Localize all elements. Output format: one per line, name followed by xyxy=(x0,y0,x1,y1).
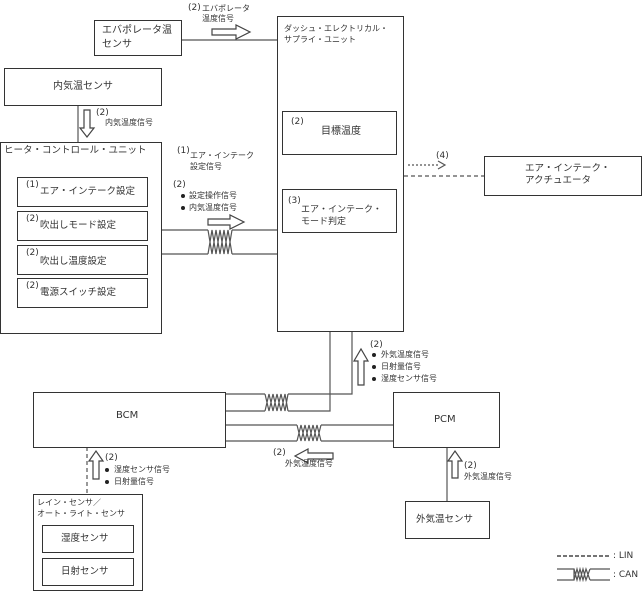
can-bcm-pcm xyxy=(226,424,393,442)
intake-judge-num: (3) xyxy=(288,196,301,206)
hcu-box: ヒータ・コントロール・ユニット (1) エア・インテーク設定 (2) 吹出しモー… xyxy=(0,142,162,334)
legend-can-twist xyxy=(573,566,591,583)
actuator-signal-num: (4) xyxy=(436,151,449,161)
can-twist-desu-bcm xyxy=(264,393,289,412)
desu-box: ダッシュ・エレクトリカル・ サプライ・ユニット (2) 目標温度 (3) エア・… xyxy=(277,16,404,332)
legend-can-line xyxy=(557,568,610,581)
bullet xyxy=(105,468,109,472)
pcm-box: PCM xyxy=(393,392,500,448)
hcu-item-num: (2) xyxy=(26,281,39,291)
can-twist-bcm-pcm xyxy=(296,424,322,442)
evap-sensor-box: エバポレータ温 センサ xyxy=(94,20,182,56)
pcm-bcm-text: 外気温度信号 xyxy=(285,459,333,468)
rain-bcm-item-0: 湿度センサ信号 xyxy=(114,465,170,474)
to-desu-item-1: 日射量信号 xyxy=(381,362,421,371)
arrow-to-desu xyxy=(352,347,370,386)
rain-bcm-item-1: 日射量信号 xyxy=(114,477,154,486)
hcu-item-num: (2) xyxy=(26,214,39,224)
hcu-item-label: 吹出し温度設定 xyxy=(40,256,107,267)
bcm-label: BCM xyxy=(116,410,139,421)
can-hcu-desu xyxy=(162,229,277,255)
hcu-out1-num: (1) xyxy=(177,146,190,156)
hcu-out1-text: エア・インテーク 設定信号 xyxy=(190,151,254,171)
bcm-box: BCM xyxy=(33,392,226,448)
evap-sensor-label: エバポレータ温 センサ xyxy=(102,25,172,50)
cabin-signal-num: (2) xyxy=(96,108,109,118)
target-temp-num: (2) xyxy=(291,117,304,127)
target-temp-label: 目標温度 xyxy=(321,126,361,137)
arrow-hcu-out xyxy=(207,214,246,230)
outside-pcm-text: 外気温度信号 xyxy=(464,472,512,481)
hcu-out2-item-0: 設定操作信号 xyxy=(189,191,237,200)
cabin-sensor-label: 内気温センサ xyxy=(53,81,113,92)
rain-sensor-label: レイン・センサ／ オート・ライト・センサ xyxy=(37,498,125,518)
bullet xyxy=(372,365,376,369)
humidity-sensor-label: 湿度センサ xyxy=(61,533,109,544)
cabin-signal-text: 内気温度信号 xyxy=(105,118,153,127)
bullet xyxy=(181,206,185,210)
outside-sensor-label: 外気温センサ xyxy=(416,514,474,525)
bullet xyxy=(181,194,185,198)
hcu-item-3: (2) 電源スイッチ設定 xyxy=(17,278,148,308)
can-twist-hcu-desu xyxy=(207,229,233,255)
evap-signal-text: エバポレータ 温度信号 xyxy=(202,4,250,23)
rain-sensor-box: レイン・センサ／ オート・ライト・センサ 湿度センサ 日射センサ xyxy=(33,494,143,591)
to-desu-item-0: 外気温度信号 xyxy=(381,350,429,359)
arrow-evap xyxy=(211,24,252,40)
outside-sensor-box: 外気温センサ xyxy=(405,501,490,539)
hcu-item-0: (1) エア・インテーク設定 xyxy=(17,177,148,207)
hcu-out2-item-1: 内気温度信号 xyxy=(189,203,237,212)
lin-arrow-head xyxy=(437,160,447,170)
hcu-item-1: (2) 吹出しモード設定 xyxy=(17,211,148,241)
bullet xyxy=(372,353,376,357)
desu-label: ダッシュ・エレクトリカル・ サプライ・ユニット xyxy=(284,24,388,44)
to-desu-num: (2) xyxy=(370,340,383,350)
hcu-label: ヒータ・コントロール・ユニット xyxy=(4,145,147,156)
cabin-sensor-box: 内気温センサ xyxy=(4,68,162,106)
hcu-out2-num: (2) xyxy=(173,180,186,190)
to-desu-item-2: 湿度センサ信号 xyxy=(381,374,437,383)
bullet xyxy=(105,480,109,484)
pcm-bcm-num: (2) xyxy=(273,448,286,458)
intake-judge-box: (3) エア・インテーク・ モード判定 xyxy=(282,189,397,233)
bullet xyxy=(372,377,376,381)
can-desu-bcm xyxy=(226,332,353,412)
hcu-item-label: 電源スイッチ設定 xyxy=(40,287,117,298)
target-temp-box: (2) 目標温度 xyxy=(282,111,397,155)
outside-pcm-num: (2) xyxy=(464,461,477,471)
intake-judge-label: エア・インテーク・ モード判定 xyxy=(301,205,382,227)
evap-signal-num: (2) xyxy=(188,3,201,13)
humidity-sensor-box: 湿度センサ xyxy=(42,525,134,553)
legend-lin: : LIN xyxy=(613,551,634,561)
hcu-item-label: 吹出しモード設定 xyxy=(40,220,117,231)
rain-bcm-num: (2) xyxy=(105,453,118,463)
legend-can: : CAN xyxy=(613,570,639,580)
actuator-label: エア・インテーク・ アクチュエータ xyxy=(525,163,611,186)
arrow-rain-bcm xyxy=(87,449,105,480)
hcu-item-label: エア・インテーク設定 xyxy=(40,186,136,197)
arrow-pcm-bcm xyxy=(293,447,334,465)
pcm-label: PCM xyxy=(434,414,456,425)
actuator-box: エア・インテーク・ アクチュエータ xyxy=(484,156,642,196)
arrow-outside-pcm xyxy=(446,449,464,479)
hcu-item-num: (2) xyxy=(26,248,39,258)
solar-sensor-box: 日射センサ xyxy=(42,558,134,586)
arrow-cabin xyxy=(78,109,96,138)
solar-sensor-label: 日射センサ xyxy=(61,566,109,577)
hcu-item-num: (1) xyxy=(26,180,39,190)
hcu-item-2: (2) 吹出し温度設定 xyxy=(17,245,148,275)
